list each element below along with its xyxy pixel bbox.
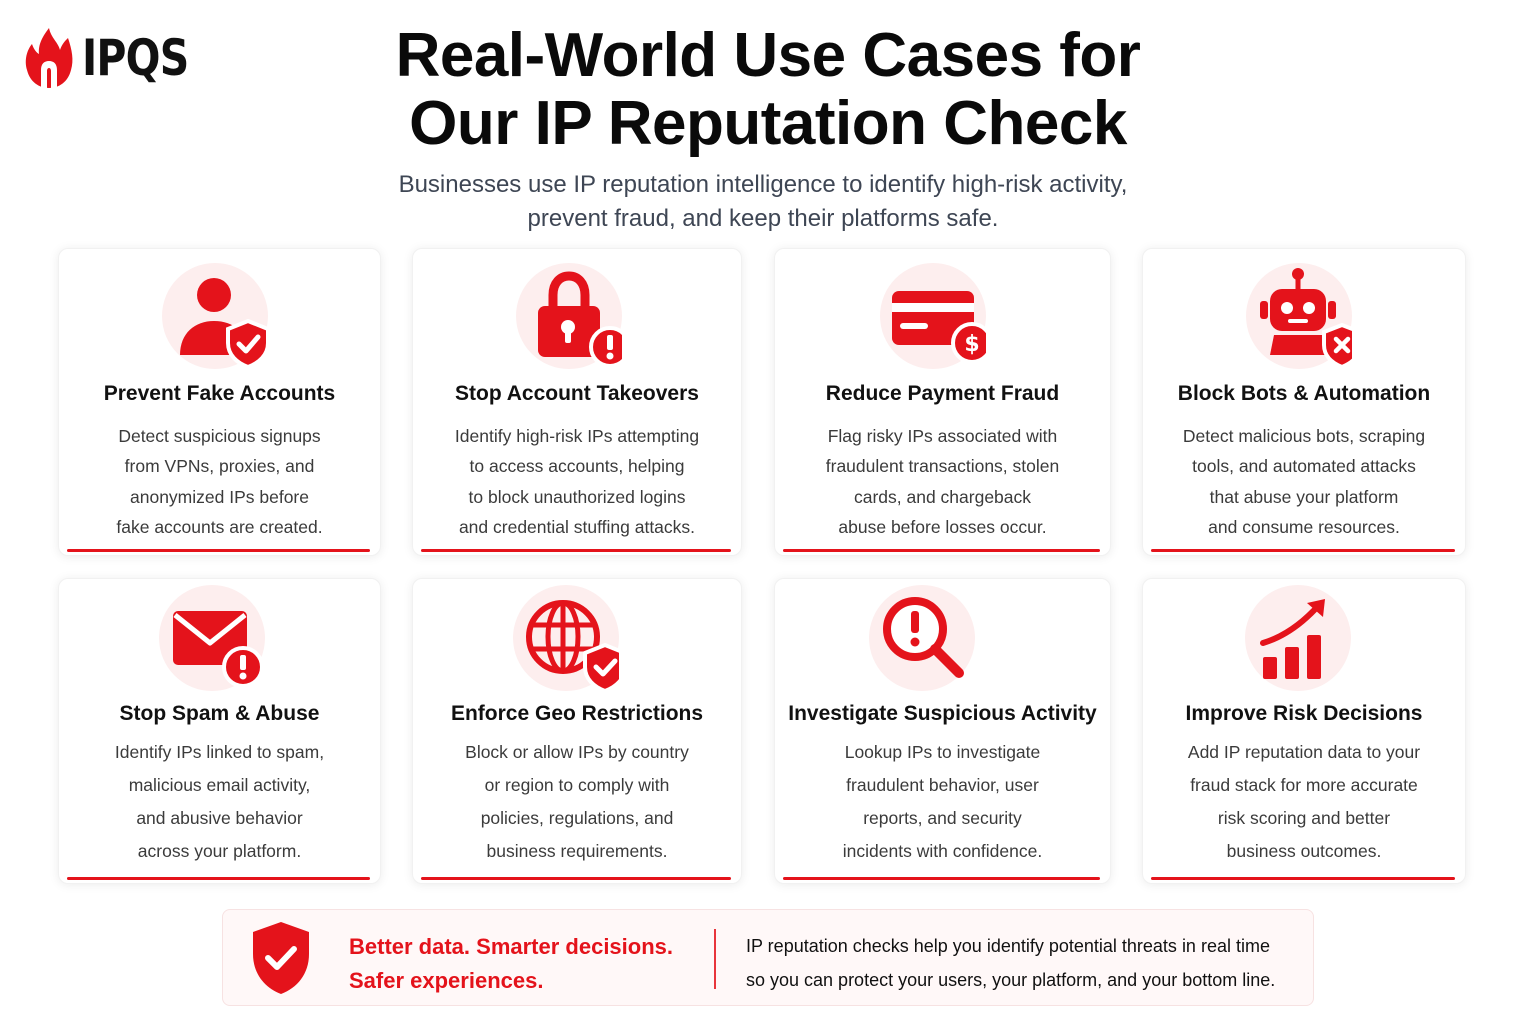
card-description: Identify IPs linked to spam, malicious e… [114, 742, 325, 861]
card-description: Detect malicious bots, scraping tools, a… [1182, 426, 1426, 537]
page-subtitle-line-1: Businesses use IP reputation intelligenc… [398, 171, 1128, 198]
card-description: Block or allow IPs by country or region … [465, 742, 689, 861]
card-description: Flag risky IPs associated with fraudulen… [825, 426, 1060, 537]
shield-check-icon [253, 922, 309, 994]
user-shield-check-icon [180, 278, 268, 369]
card-investigate-suspicious-activity: Investigate Suspicious Activity Lookup I… [774, 578, 1111, 884]
card-title: Stop Account Takeovers [455, 382, 699, 405]
card-title: Prevent Fake Accounts [103, 382, 336, 405]
svg-text:$: $ [964, 332, 979, 357]
card-description: Add IP reputation data to your fraud sta… [1187, 742, 1421, 861]
card-title: Reduce Payment Fraud [825, 382, 1060, 405]
card-accent-line [1151, 877, 1455, 880]
globe-shield-check-icon [526, 600, 619, 691]
flame-logo-icon [25, 28, 73, 88]
card-title: Improve Risk Decisions [1185, 702, 1423, 725]
card-reduce-payment-fraud: $ Reduce Payment Fraud Flag risky IPs as… [774, 248, 1111, 556]
brand-logo: IPQS [24, 26, 212, 90]
page-title-line-1: Real-World Use Cases for [395, 21, 1141, 90]
page-subtitle-line-2: prevent fraud, and keep their platforms … [527, 205, 999, 232]
brand-name: IPQS [82, 29, 189, 87]
card-enforce-geo-restrictions: Enforce Geo Restrictions Block or allow … [412, 578, 742, 884]
banner-divider [714, 929, 716, 989]
page-title: Real-World Use Cases for Our IP Reputati… [0, 22, 1536, 158]
card-accent-line [421, 877, 731, 880]
card-stop-spam-abuse: Stop Spam & Abuse Identify IPs linked to… [58, 578, 381, 884]
card-accent-line [67, 549, 370, 552]
card-description: Identify high-risk IPs attempting to acc… [454, 426, 700, 537]
banner-tagline: Better data. Smarter decisions. Safer ex… [349, 934, 674, 993]
banner-text: IP reputation checks help you identify p… [746, 936, 1276, 990]
card-accent-line [783, 549, 1100, 552]
card-title: Block Bots & Automation [1177, 382, 1431, 405]
card-accent-line [783, 877, 1100, 880]
card-improve-risk-decisions: Improve Risk Decisions Add IP reputation… [1142, 578, 1466, 884]
robot-shield-x-icon [1260, 268, 1352, 369]
card-accent-line [421, 549, 731, 552]
card-stop-account-takeovers: Stop Account Takeovers Identify high-ris… [412, 248, 742, 556]
lock-alert-icon [538, 271, 622, 368]
bottom-banner: Better data. Smarter decisions. Safer ex… [222, 909, 1314, 1006]
page-subtitle: Businesses use IP reputation intelligenc… [0, 168, 1526, 236]
card-accent-line [1151, 549, 1455, 552]
card-title: Stop Spam & Abuse [119, 702, 320, 725]
card-description: Lookup IPs to investigate fraudulent beh… [842, 742, 1043, 861]
card-description: Detect suspicious signups from VPNs, pro… [116, 426, 323, 537]
card-accent-line [67, 877, 370, 880]
credit-card-dollar-icon: $ [892, 291, 986, 364]
magnifier-alert-icon [883, 597, 964, 678]
card-title: Investigate Suspicious Activity [788, 702, 1097, 725]
card-title: Enforce Geo Restrictions [450, 702, 704, 725]
page-title-line-2: Our IP Reputation Check [409, 89, 1127, 158]
card-block-bots-automation: Block Bots & Automation Detect malicious… [1142, 248, 1466, 556]
card-prevent-fake-accounts: Prevent Fake Accounts Detect suspicious … [58, 248, 381, 556]
bar-chart-up-icon [1260, 599, 1325, 679]
envelope-alert-icon [173, 611, 264, 688]
